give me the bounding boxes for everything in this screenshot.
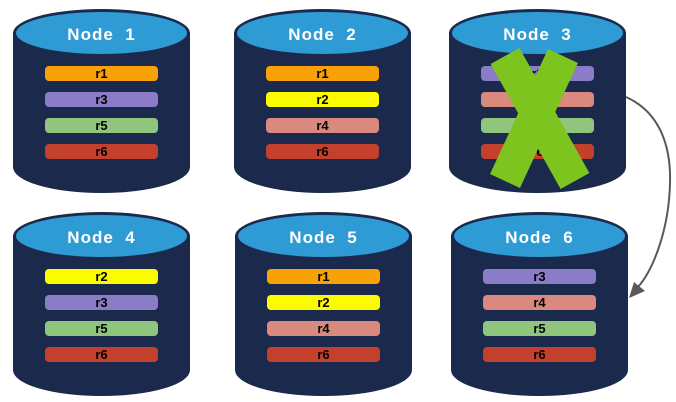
node-4-replica-list: r2 r3 r5 r6 <box>45 269 158 362</box>
failover-arrowhead-icon <box>629 282 645 298</box>
replica-bar: r6 <box>45 144 158 159</box>
node-3-replica-list: r3 r4 r5 r6 <box>481 66 594 159</box>
replica-bar: r5 <box>45 321 158 336</box>
node-6-replica-list: r3 r4 r5 r6 <box>483 269 596 362</box>
node-1-cylinder-top: Node 1 <box>13 9 190 57</box>
node-6-cylinder-top: Node 6 <box>451 212 628 260</box>
replica-label: r3 <box>533 269 546 284</box>
replica-bar: r4 <box>483 295 596 310</box>
node-1-replica-list: r1 r3 r5 r6 <box>45 66 158 159</box>
node-5-replica-list: r1 r2 r4 r6 <box>267 269 380 362</box>
replica-bar: r6 <box>266 144 379 159</box>
node-1: Node 1 r1 r3 r5 r6 <box>13 9 190 193</box>
failover-arrow <box>625 96 672 298</box>
replica-bar: r2 <box>266 92 379 107</box>
replica-bar: r5 <box>483 321 596 336</box>
node-4: Node 4 r2 r3 r5 r6 <box>13 212 190 396</box>
replica-label: r6 <box>316 144 329 159</box>
replica-bar: r6 <box>483 347 596 362</box>
node-2-title: Node 2 <box>288 25 357 44</box>
node-5: Node 5 r1 r2 r4 r6 <box>235 212 412 396</box>
replica-label: r6 <box>533 347 546 362</box>
replica-label: r6 <box>95 144 108 159</box>
replica-label: r5 <box>531 118 544 133</box>
replica-label: r2 <box>317 295 330 310</box>
replica-label: r6 <box>317 347 330 362</box>
replica-label: r1 <box>317 269 330 284</box>
node-6-cylinder-body <box>451 235 628 396</box>
replica-bar: r2 <box>267 295 380 310</box>
node-3-cylinder-top: Node 3 <box>449 9 626 57</box>
replica-label: r4 <box>316 118 329 133</box>
replica-bar: r3 <box>45 92 158 107</box>
node-4-cylinder-top: Node 4 <box>13 212 190 260</box>
replica-label: r4 <box>317 321 330 336</box>
replica-bar: r1 <box>266 66 379 81</box>
node-3: Node 3 r3 r4 r5 r6 <box>449 9 626 193</box>
node-2-cylinder-top: Node 2 <box>234 9 411 57</box>
replica-bar: r1 <box>45 66 158 81</box>
replica-label: r2 <box>316 92 329 107</box>
node-4-cylinder-body <box>13 235 190 396</box>
replica-bar: r6 <box>481 144 594 159</box>
failover-arrow-line <box>625 96 672 288</box>
replica-label: r5 <box>533 321 546 336</box>
replica-label: r3 <box>95 92 108 107</box>
replica-label: r5 <box>95 118 108 133</box>
node-6: Node 6 r3 r4 r5 r6 <box>451 212 628 396</box>
replica-bar: r4 <box>266 118 379 133</box>
replica-bar: r2 <box>45 269 158 284</box>
replica-bar: r4 <box>267 321 380 336</box>
node-2: Node 2 r1 r2 r4 r6 <box>234 9 411 193</box>
node-6-title: Node 6 <box>505 228 574 247</box>
replica-label: r6 <box>95 347 108 362</box>
replica-label: r2 <box>95 269 108 284</box>
replica-label: r5 <box>95 321 108 336</box>
node-3-title: Node 3 <box>503 25 572 44</box>
node-2-replica-list: r1 r2 r4 r6 <box>266 66 379 159</box>
replica-label: r3 <box>95 295 108 310</box>
replica-bar: r6 <box>267 347 380 362</box>
replica-label: r6 <box>531 144 544 159</box>
replica-bar: r4 <box>481 92 594 107</box>
node-1-title: Node 1 <box>67 25 136 44</box>
replica-label: r3 <box>531 66 544 81</box>
node-2-cylinder-body <box>234 32 411 193</box>
replica-bar: r6 <box>45 347 158 362</box>
replica-bar: r3 <box>483 269 596 284</box>
replica-bar: r3 <box>481 66 594 81</box>
replica-label: r4 <box>533 295 546 310</box>
replica-bar: r1 <box>267 269 380 284</box>
node-5-cylinder-body <box>235 235 412 396</box>
node-5-title: Node 5 <box>289 228 358 247</box>
replica-bar: r5 <box>481 118 594 133</box>
replica-label: r1 <box>316 66 329 81</box>
node-1-cylinder-body <box>13 32 190 193</box>
node-5-cylinder-top: Node 5 <box>235 212 412 260</box>
replica-bar: r3 <box>45 295 158 310</box>
replica-label: r1 <box>95 66 108 81</box>
node-4-title: Node 4 <box>67 228 136 247</box>
replica-label: r4 <box>531 92 544 107</box>
replica-bar: r5 <box>45 118 158 133</box>
